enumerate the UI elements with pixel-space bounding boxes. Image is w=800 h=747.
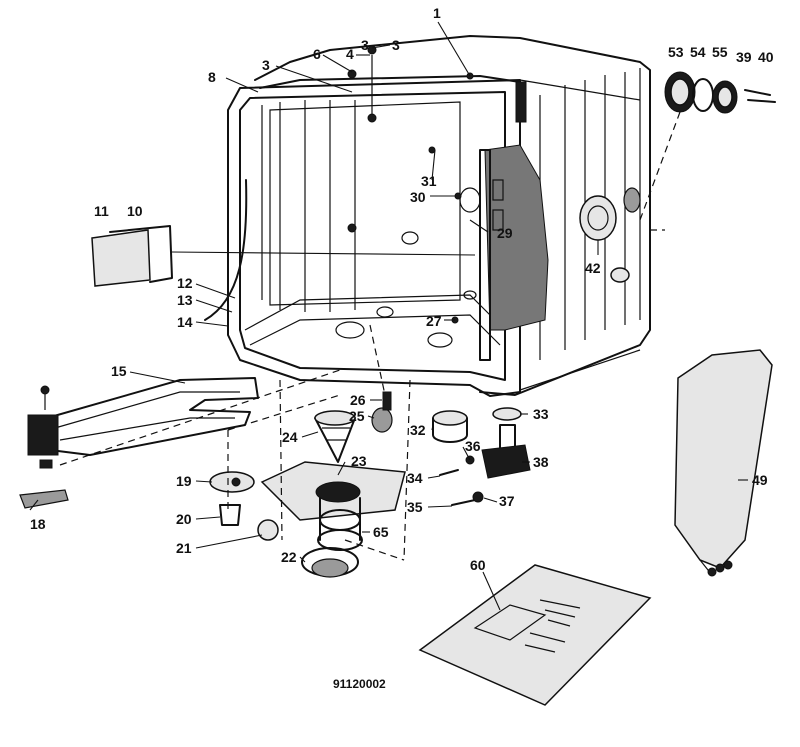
label-13: 13 — [177, 292, 193, 308]
projection-lines — [59, 324, 411, 561]
label-30: 30 — [410, 189, 426, 205]
heating-element-15 — [27, 377, 259, 469]
label-4: 4 — [346, 46, 354, 62]
pin-26 — [382, 391, 392, 411]
label-12: 12 — [177, 275, 193, 291]
label-54: 54 — [690, 44, 706, 60]
label-1: 1 — [433, 5, 441, 21]
label-24: 24 — [282, 429, 298, 445]
label-65: 65 — [373, 524, 389, 540]
label-39: 39 — [736, 49, 752, 65]
manual-60 — [418, 564, 652, 706]
label-37: 37 — [499, 493, 515, 509]
label-33: 33 — [533, 406, 549, 422]
sound-insulation — [484, 144, 549, 331]
label-14: 14 — [177, 314, 193, 330]
label-36: 36 — [465, 438, 481, 454]
label-31: 31 — [421, 173, 437, 189]
label-6: 6 — [313, 46, 321, 62]
label-27: 27 — [426, 313, 442, 329]
label-23: 23 — [351, 453, 367, 469]
bracket-18 — [19, 489, 69, 509]
label-25: 25 — [349, 408, 365, 424]
drain-hose — [204, 179, 248, 321]
label-38: 38 — [533, 454, 549, 470]
label-53: 53 — [668, 44, 684, 60]
label-40: 40 — [758, 49, 774, 65]
label-20: 20 — [176, 511, 192, 527]
label-3-top: 3 — [392, 37, 400, 53]
filter-plate-23 — [260, 461, 406, 551]
label-32: 32 — [410, 422, 426, 438]
label-3-left: 3 — [361, 37, 369, 53]
label-10: 10 — [127, 203, 143, 219]
side-panel-49 — [674, 349, 773, 577]
left-wall-ribs — [261, 100, 356, 312]
parts-19-22 — [209, 471, 359, 578]
label-8: 8 — [208, 69, 216, 85]
cap-32 — [432, 410, 468, 443]
label-11: 11 — [94, 203, 109, 219]
label-35: 35 — [407, 499, 423, 515]
label-49: 49 — [752, 472, 768, 488]
small-fasteners — [347, 45, 474, 324]
side-port-42 — [579, 195, 617, 241]
nut-25 — [371, 407, 393, 433]
top-right-parts — [639, 71, 776, 231]
label-21: 21 — [176, 540, 192, 556]
panel-11-10 — [91, 225, 476, 287]
dishwasher-tub — [204, 35, 651, 397]
leader-lines — [29, 21, 748, 611]
label-15: 15 — [111, 363, 127, 379]
strainer-24 — [314, 410, 356, 463]
label-3-upper: 3 — [262, 57, 270, 73]
part-labels: 1 3 4 3 6 8 3 53 54 55 39 40 31 30 29 42… — [30, 5, 774, 691]
label-55: 55 — [712, 44, 728, 60]
label-22: 22 — [281, 549, 297, 565]
label-18: 18 — [30, 516, 46, 532]
drawing-reference: 91120002 — [333, 677, 386, 691]
label-34: 34 — [407, 470, 423, 486]
label-42: 42 — [585, 260, 601, 276]
label-26: 26 — [350, 392, 366, 408]
label-29: 29 — [497, 225, 513, 241]
label-60: 60 — [470, 557, 486, 573]
label-19: 19 — [176, 473, 192, 489]
